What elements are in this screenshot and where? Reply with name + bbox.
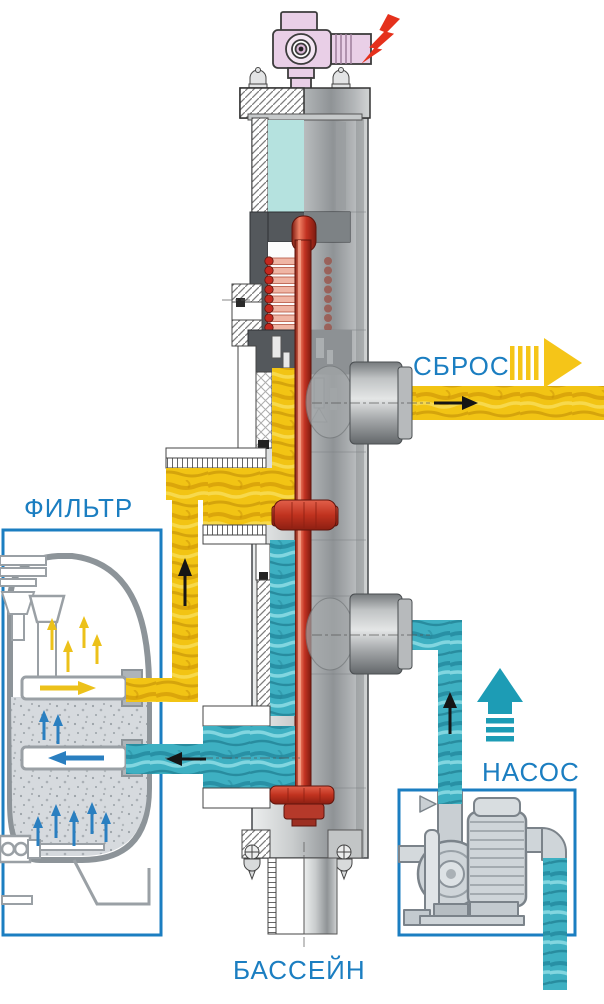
filter-stand	[72, 859, 151, 906]
pool-connection-pipe	[267, 857, 338, 935]
striped-arrow-up-icon	[477, 668, 523, 742]
clean-channel-inside-valve	[270, 540, 295, 716]
flow-arrow-filter-up	[178, 558, 192, 606]
lightning-bolt-icon	[361, 14, 401, 64]
pump-label: НАСОС	[482, 757, 580, 787]
flow-arrow-to-filter-left	[166, 752, 206, 766]
filter-tank	[0, 553, 152, 906]
flow-arrows	[166, 396, 478, 766]
pump	[398, 791, 567, 926]
filter-label: ФИЛЬТР	[24, 493, 133, 523]
valve-bottom-flange	[241, 829, 363, 881]
pump-outlet-elbow	[541, 827, 567, 861]
backwash-valve	[165, 67, 413, 935]
pump-base	[419, 915, 525, 926]
filter-lateral-pipe	[33, 843, 105, 851]
pool-suction-pipe	[543, 858, 567, 990]
stem-seal-lower	[269, 785, 335, 827]
pump-port	[305, 593, 413, 675]
flow-arrow-waste-right	[434, 396, 478, 410]
solenoid-valve	[272, 11, 372, 90]
filter-internal-arrows	[33, 616, 111, 846]
striped-arrow-right-icon	[510, 338, 582, 388]
valve-spring	[264, 256, 332, 333]
pilot-chamber	[268, 120, 304, 212]
pump-union-wingnut	[419, 795, 437, 813]
filter-drain-valve	[0, 834, 41, 864]
filter-box-border	[1, 528, 163, 937]
flow-arrow-pump-up	[443, 692, 457, 734]
stem-seal-upper	[271, 499, 339, 531]
pool-label: БАССЕЙН	[233, 955, 366, 985]
waste-channel-inside-valve	[272, 368, 295, 468]
waste-label: СБРОС	[413, 351, 510, 381]
filter-outlet-flange	[202, 705, 295, 809]
